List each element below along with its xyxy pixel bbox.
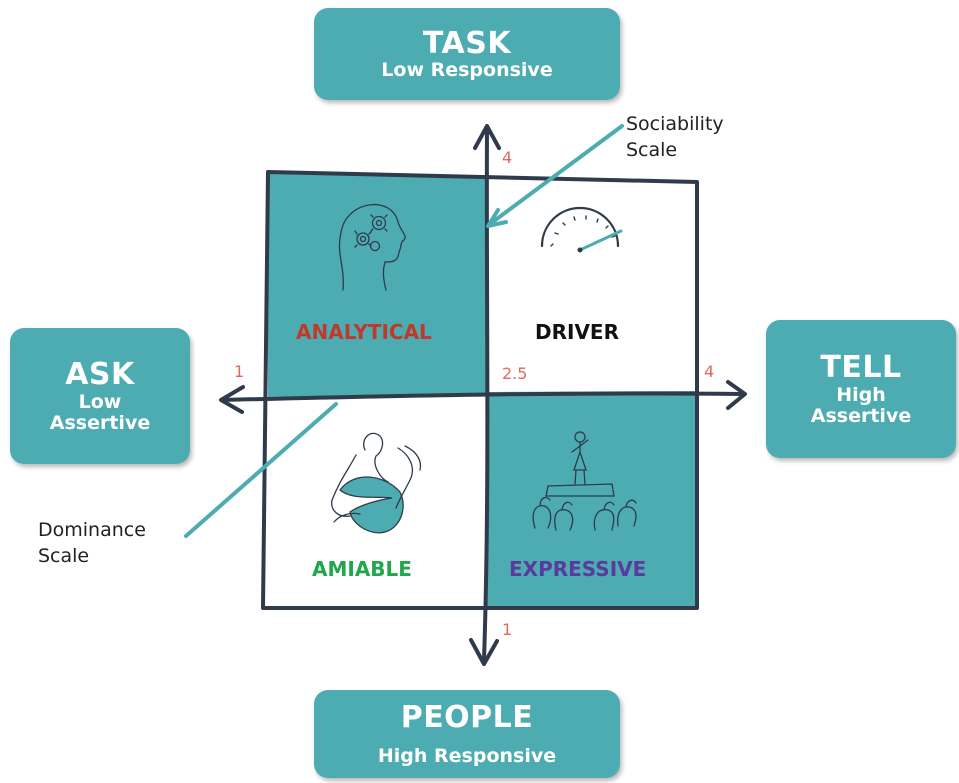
- scale-tick-top: 4: [502, 148, 513, 167]
- scale-tick-left: 1: [234, 362, 245, 381]
- task-subtitle: Low Responsive: [381, 59, 553, 82]
- speaker-on-stage-icon: [532, 431, 637, 531]
- sociability-pointer: [488, 124, 624, 226]
- scale-tick-bottom: 1: [502, 620, 513, 639]
- ask-title: ASK: [65, 356, 135, 392]
- task-box: TASK Low Responsive: [314, 8, 620, 100]
- dominance-pointer: [184, 402, 338, 538]
- quadrant-label-driver: DRIVER: [535, 320, 619, 344]
- tell-subtitle-line2: Assertive: [810, 404, 912, 427]
- quadrant-label-expressive: EXPRESSIVE: [509, 557, 647, 581]
- tell-subtitle-line1: High: [836, 383, 886, 406]
- dominance-scale-note: Dominance Scale: [38, 518, 146, 569]
- people-subtitle: High Responsive: [377, 745, 557, 768]
- scale-tick-center: 2.5: [502, 364, 528, 383]
- vertical-axis: [482, 126, 490, 662]
- ask-box: ASK Low Assertive: [10, 328, 190, 464]
- head-with-gears-icon: [338, 204, 406, 291]
- quadrant-label-analytical: ANALYTICAL: [296, 320, 432, 344]
- tell-box: TELL High Assertive: [766, 320, 956, 458]
- arrowhead-up: [473, 124, 501, 150]
- people-box: PEOPLE High Responsive: [314, 690, 620, 778]
- speedometer-icon: [540, 206, 623, 253]
- ask-subtitle-line2: Assertive: [49, 411, 151, 434]
- horizontal-axis: [220, 391, 744, 402]
- sociability-scale-note: Sociability Scale: [626, 112, 724, 163]
- dominance-line1: Dominance: [38, 519, 146, 541]
- sociability-line1: Sociability: [626, 113, 724, 135]
- tell-title: TELL: [820, 349, 902, 385]
- quadrant-expressive-fill: [487, 391, 697, 608]
- quadrant-label-amiable: AMIABLE: [312, 557, 412, 581]
- dominance-line2: Scale: [38, 544, 90, 567]
- hugging-people-icon: [331, 432, 422, 534]
- sociability-pointer-head: [486, 208, 508, 228]
- ask-subtitle-line1: Low: [78, 390, 122, 413]
- quadrant-analytical-fill: [268, 173, 487, 397]
- task-title: TASK: [422, 25, 512, 61]
- arrowhead-down: [469, 638, 499, 666]
- arrowhead-right: [726, 380, 747, 410]
- people-title: PEOPLE: [400, 699, 534, 735]
- sociability-line2: Scale: [626, 138, 678, 161]
- scale-tick-right: 4: [704, 362, 715, 381]
- arrowhead-left: [219, 385, 245, 414]
